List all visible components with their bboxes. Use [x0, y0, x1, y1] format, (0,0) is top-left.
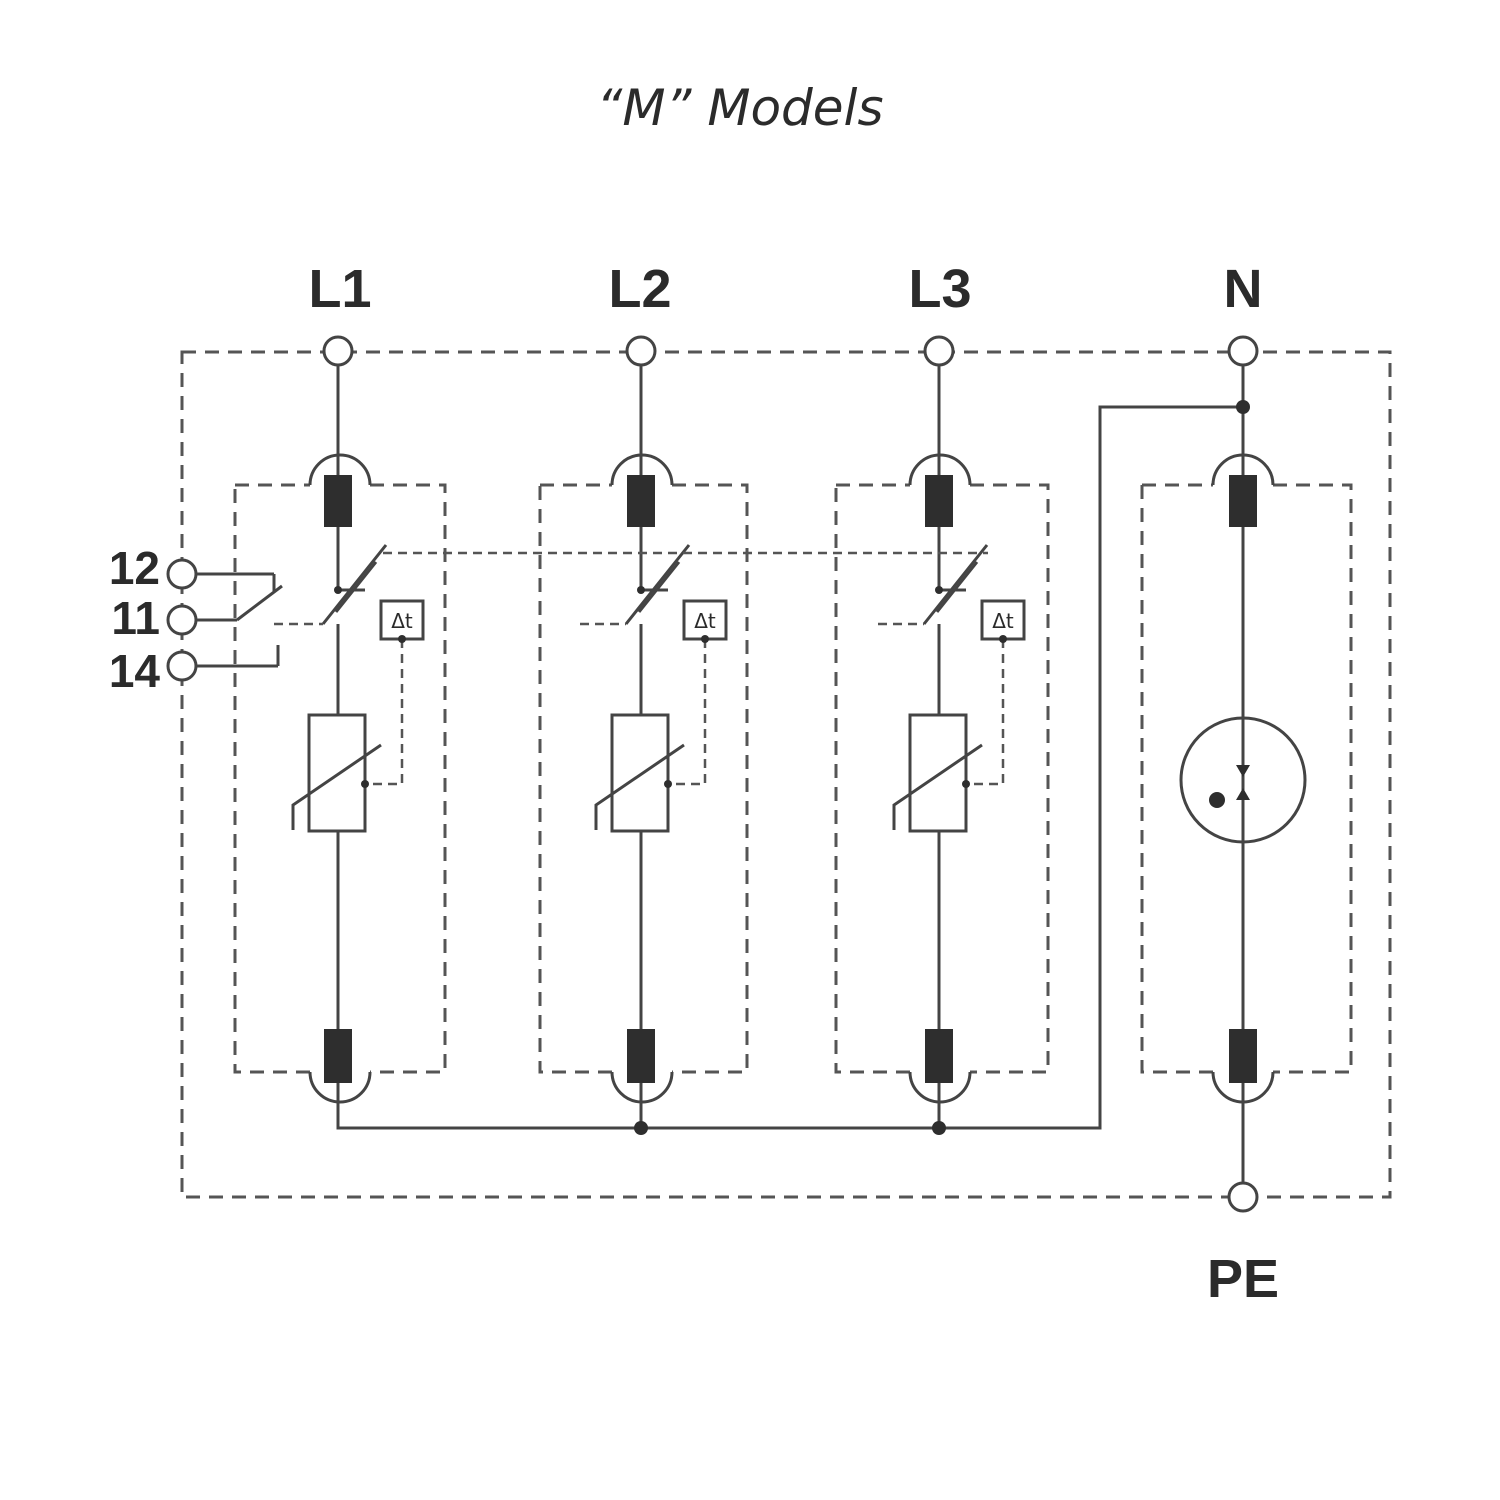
- module-l3-top-contact: [925, 475, 953, 527]
- module-l3-enclosure: [834, 483, 1050, 1074]
- module-l1-bottom-socket: [308, 1071, 372, 1104]
- module-l1-top-socket: [308, 453, 372, 486]
- module-n-gas-indicator: [1209, 792, 1225, 808]
- terminal-l1[interactable]: [322, 335, 354, 367]
- module-l3-thermal-link: [966, 639, 1005, 786]
- terminal-label-l1: L1: [308, 259, 371, 319]
- module-n-gas-discharge-tube: [1179, 716, 1307, 844]
- terminal-label-l3: L3: [908, 259, 971, 319]
- remote-signal-contact-blade: [236, 584, 283, 622]
- module-l3-bottom-contact: [925, 1029, 953, 1083]
- module-l1-thermal-label: Δt: [391, 609, 413, 633]
- module-l2-varistor-arrow: [594, 743, 685, 830]
- outer-enclosure: [180, 350, 1392, 1199]
- module-l2-thermal-box: [682, 599, 728, 641]
- module-l3-varistor: [908, 713, 968, 833]
- module-l1-disconnector-blade: [321, 544, 388, 625]
- terminal-n[interactable]: [1227, 335, 1259, 367]
- terminal-label-n: N: [1224, 259, 1263, 319]
- common-bus: [336, 405, 1243, 1130]
- contact-label-12: 12: [109, 542, 160, 594]
- contact-terminal-12[interactable]: [166, 558, 198, 590]
- module-l2-varistor: [610, 713, 670, 833]
- terminal-l3[interactable]: [923, 335, 955, 367]
- module-l1-top-contact: [324, 475, 352, 527]
- module-l3-thermal-label: Δt: [992, 609, 1014, 633]
- module-l1-varistor-arrow: [291, 743, 382, 830]
- remote-signal-contact: [166, 558, 283, 682]
- module-n: [1140, 364, 1353, 1183]
- bus-node-n: [1236, 400, 1250, 414]
- contact-label-14: 14: [109, 645, 161, 697]
- module-l3: Δt: [834, 364, 1050, 1104]
- bus-node-l3: [932, 1121, 946, 1135]
- module-l2-disconnector-blade: [624, 544, 691, 625]
- module-l3-varistor-arrow: [892, 743, 983, 830]
- module-n-enclosure: [1140, 483, 1353, 1074]
- module-l2: Δt: [538, 364, 749, 1104]
- terminal-pe[interactable]: [1227, 1181, 1259, 1213]
- module-l1-thermal-link: [365, 639, 404, 786]
- module-l2-thermal-label: Δt: [694, 609, 716, 633]
- module-l1: Δt: [233, 364, 447, 1104]
- diagram-title: “M” Models: [596, 79, 883, 137]
- module-l1-enclosure: [233, 483, 447, 1074]
- module-n-bottom-contact: [1229, 1029, 1257, 1083]
- module-l3-disconnector-blade: [922, 544, 989, 625]
- contact-terminal-14[interactable]: [166, 650, 198, 682]
- module-l1-bottom-contact: [324, 1029, 352, 1083]
- terminal-label-pe: PE: [1207, 1249, 1279, 1309]
- module-l2-thermal-link: [668, 639, 707, 786]
- module-l2-top-contact: [627, 475, 655, 527]
- module-l1-varistor: [307, 713, 367, 833]
- terminal-label-l2: L2: [608, 259, 671, 319]
- contact-terminal-11[interactable]: [166, 604, 198, 636]
- contact-label-11: 11: [111, 592, 160, 644]
- module-l2-bottom-contact: [627, 1029, 655, 1083]
- terminal-l2[interactable]: [625, 335, 657, 367]
- module-l2-enclosure: [538, 483, 749, 1074]
- module-n-top-contact: [1229, 475, 1257, 527]
- bus-node-l2: [634, 1121, 648, 1135]
